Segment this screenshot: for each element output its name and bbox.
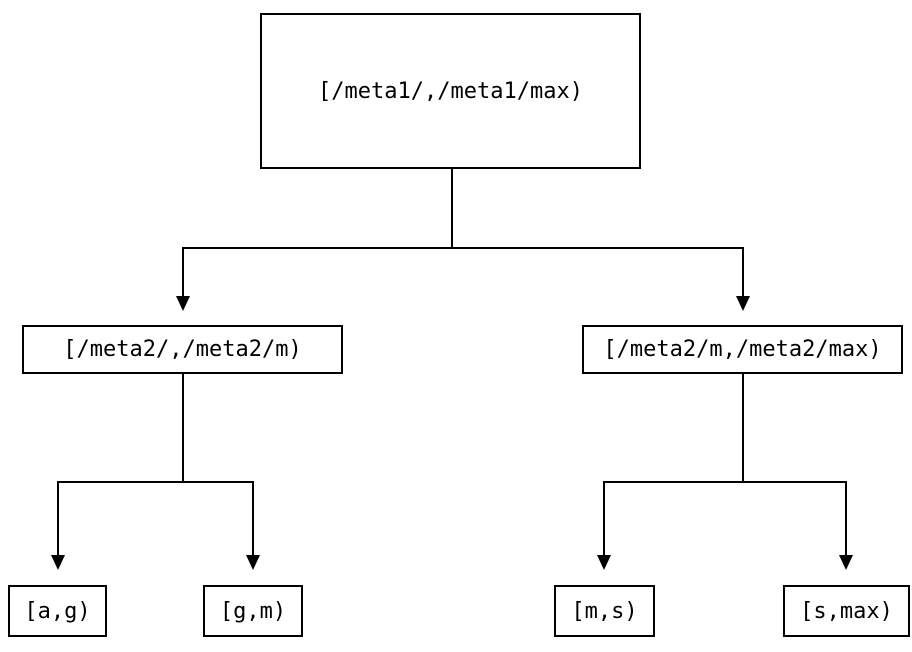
arrow-down-icon [736, 296, 750, 311]
node-meta2-right-label: [/meta2/m,/meta2/max) [603, 337, 882, 362]
leaf-node-smax-label: [s,max) [800, 598, 893, 624]
node-meta2-left: [/meta2/,/meta2/m) [22, 325, 343, 374]
node-root: [/meta1/,/meta1/max) [260, 13, 641, 169]
leaf-node-gm-label: [g,m) [219, 598, 287, 624]
arrow-down-icon [176, 296, 190, 311]
leaf-node-ms-label: [m,s) [571, 598, 638, 624]
leaf-node-gm: [g,m) [203, 585, 303, 637]
arrow-down-icon [839, 555, 853, 570]
arrow-down-icon [246, 555, 260, 570]
arrow-down-icon [51, 555, 65, 570]
node-meta2-right: [/meta2/m,/meta2/max) [582, 325, 903, 374]
leaf-node-smax: [s,max) [783, 585, 910, 637]
arrow-down-icon [597, 555, 611, 570]
node-meta2-left-label: [/meta2/,/meta2/m) [63, 337, 302, 362]
leaf-node-ag: [a,g) [8, 585, 107, 637]
node-root-label: [/meta1/,/meta1/max) [318, 78, 583, 104]
leaf-node-ms: [m,s) [554, 585, 655, 637]
leaf-node-ag-label: [a,g) [24, 598, 91, 624]
